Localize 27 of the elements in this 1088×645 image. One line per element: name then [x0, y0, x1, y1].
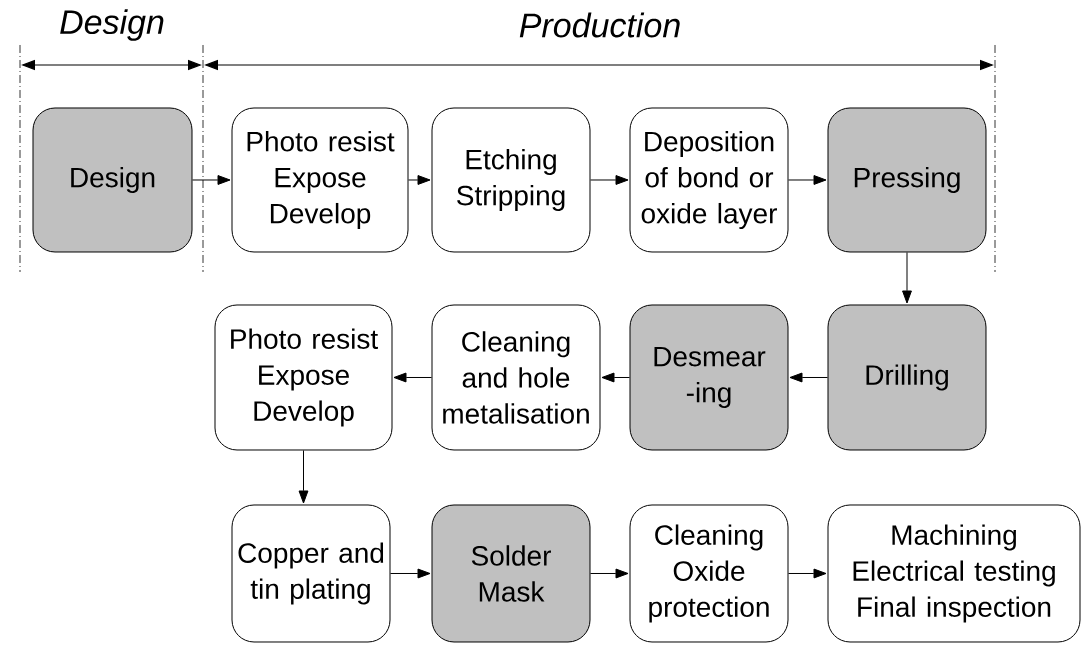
process-box: Deposition of bond or oxide layer	[629, 107, 789, 253]
arrow	[788, 568, 827, 579]
process-box: Design	[32, 107, 193, 253]
process-box: Photo resist Expose Develop	[214, 304, 393, 451]
arrow	[408, 175, 431, 185]
process-box: Cleaning Oxide protection	[629, 504, 789, 643]
section-title: Production	[519, 12, 680, 38]
arrow	[298, 450, 309, 504]
process-box: Photo resist Expose Develop	[231, 107, 409, 253]
process-box: Cleaning and hole metalisation	[431, 304, 601, 451]
process-box: Drilling	[827, 304, 987, 451]
arrow	[590, 568, 629, 579]
arrow	[789, 372, 828, 383]
arrow	[601, 372, 630, 383]
process-box: Pressing	[827, 107, 987, 253]
arrow	[192, 175, 231, 185]
process-box: Etching Stripping	[431, 107, 591, 253]
section-title: Design	[60, 9, 164, 41]
process-box: Solder Mask	[431, 504, 591, 643]
arrow	[390, 568, 431, 579]
arrow	[902, 252, 912, 304]
arrow	[788, 175, 827, 185]
arrow	[590, 175, 629, 185]
process-box: Machining Electrical testing Final inspection	[827, 504, 1081, 643]
arrow	[393, 372, 432, 383]
process-box: Desmear -ing	[629, 304, 789, 451]
process-box: Copper and tin plating	[231, 504, 391, 643]
